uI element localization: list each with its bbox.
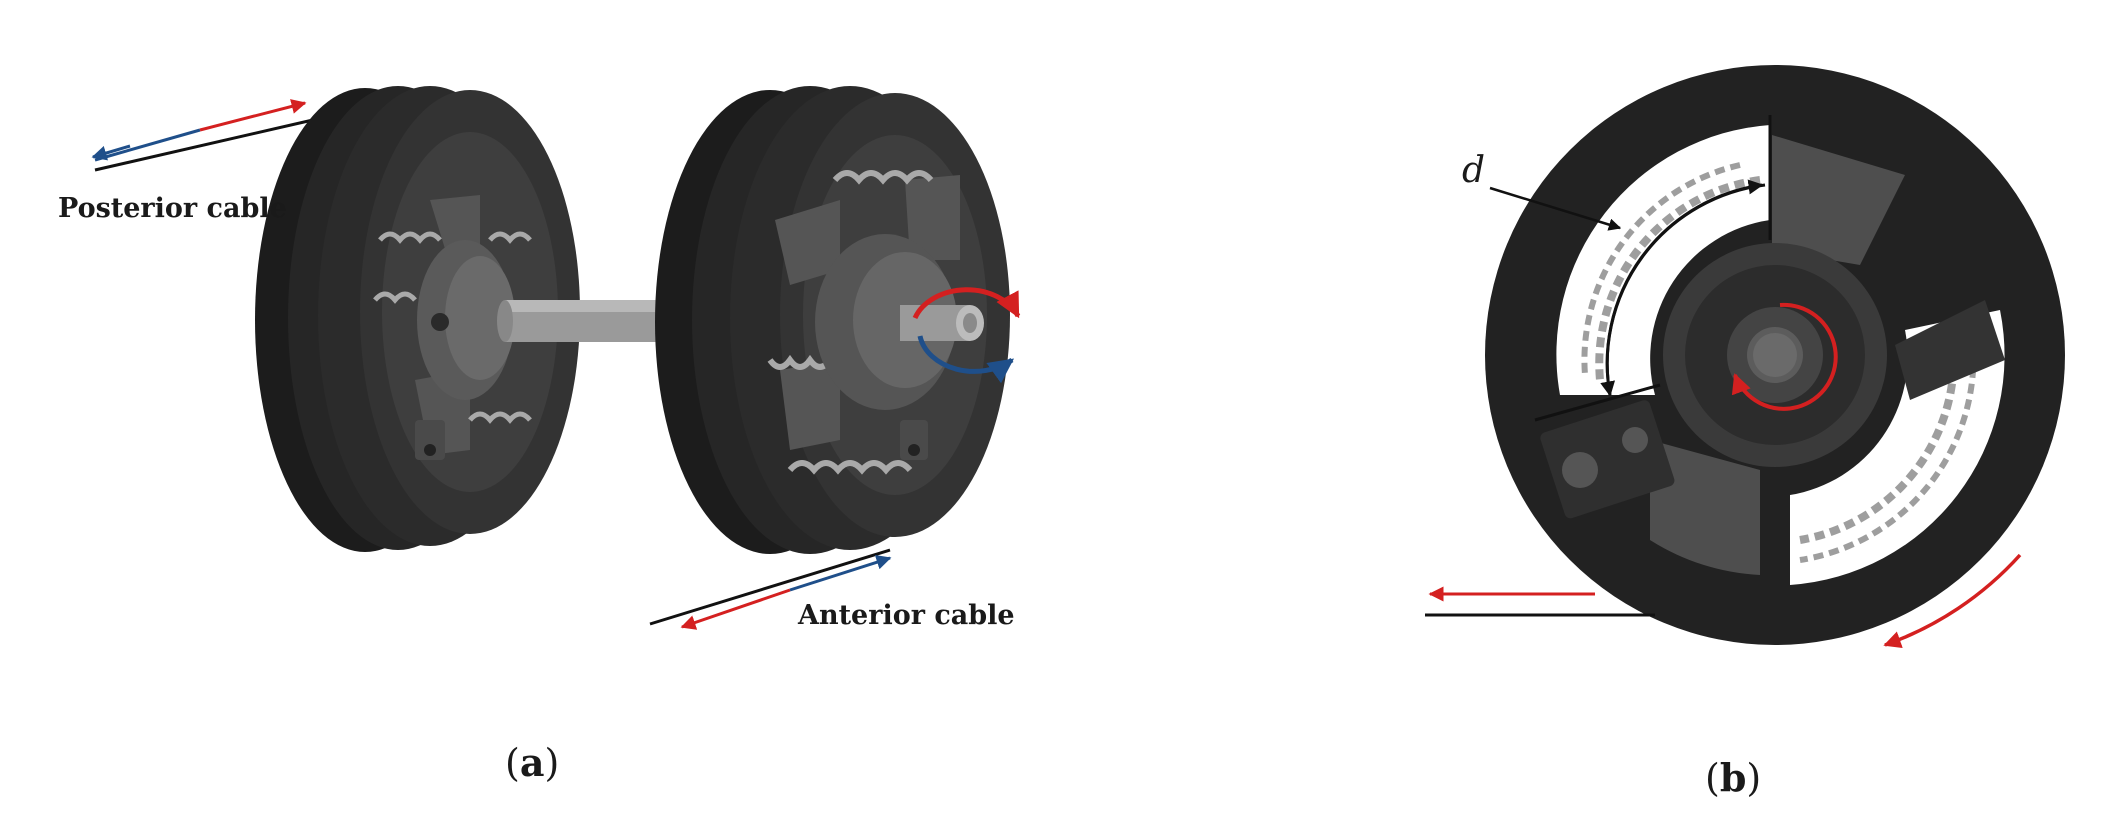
left-pulley-wheel bbox=[255, 86, 580, 552]
panel-a-caption: (a) bbox=[505, 740, 560, 785]
coil-spring-icon bbox=[767, 170, 934, 475]
coil-spring-icon bbox=[373, 231, 532, 424]
panel-b-letter: b bbox=[1719, 755, 1747, 800]
distance-d-label: d bbox=[1462, 150, 1486, 191]
shaft bbox=[497, 300, 685, 342]
panel-a-letter: a bbox=[519, 740, 545, 785]
panel-a bbox=[91, 86, 1021, 630]
panel-b bbox=[1425, 65, 2065, 648]
right-pulley-wheel bbox=[655, 86, 1010, 554]
rotation-arrow-icon bbox=[1731, 302, 1838, 411]
anterior-cable-label: Anterior cable bbox=[798, 600, 1015, 631]
distance-d-indicator bbox=[1489, 115, 1772, 422]
rotation-arrow-icon bbox=[912, 287, 1021, 384]
coil-spring-icon bbox=[1799, 319, 1977, 563]
posterior-cable-label: Posterior cable bbox=[58, 193, 287, 224]
panel-b-caption: (b) bbox=[1705, 755, 1762, 800]
anterior-cable-arrows bbox=[649, 548, 892, 630]
coil-spring-icon bbox=[1581, 162, 1761, 381]
cable-arrows-b bbox=[1425, 553, 2022, 648]
